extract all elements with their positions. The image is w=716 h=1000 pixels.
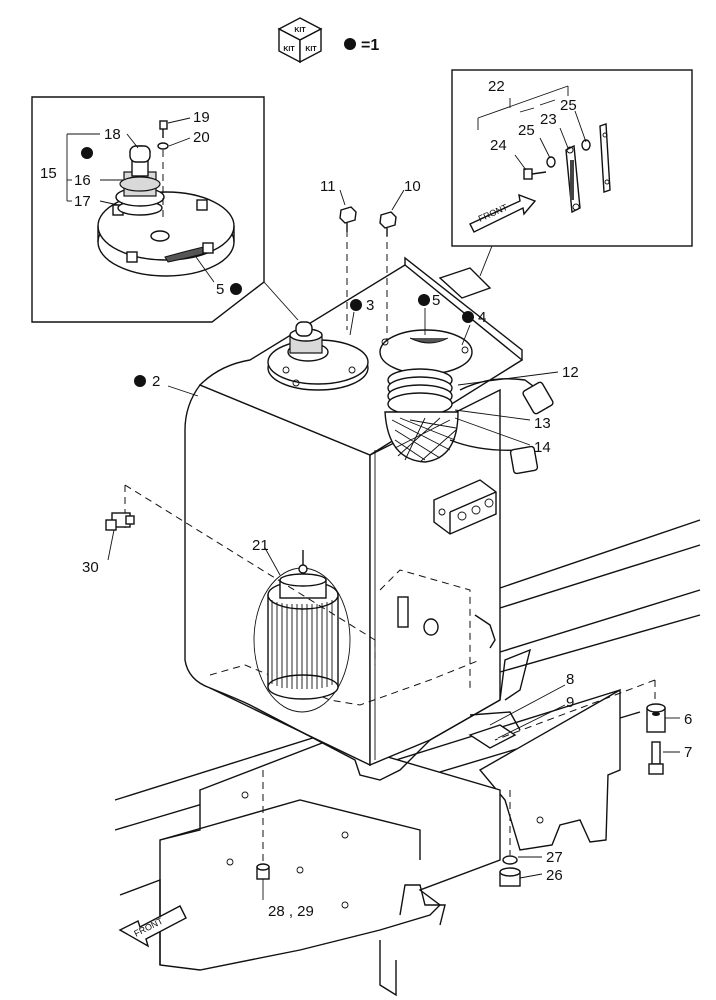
kit-cube-icon: KIT KIT KIT xyxy=(277,17,323,64)
kit-legend: KIT KIT KIT =1 xyxy=(277,17,379,64)
kit-label-left: KIT xyxy=(283,46,295,53)
fitting-30 xyxy=(105,512,135,561)
callout-11: 11 xyxy=(320,178,336,195)
callout-22: 22 xyxy=(488,78,505,95)
kit-dot-4 xyxy=(462,311,474,323)
callouts: 2 3 4 5 5 6 7 8 9 10 11 12 13 14 15 16 1… xyxy=(40,78,692,920)
callout-6: 6 xyxy=(684,711,692,728)
kit-label-right: KIT xyxy=(305,46,317,53)
callout-26: 26 xyxy=(546,867,563,884)
inset-level-gauge: FRONT xyxy=(451,69,693,247)
callout-12: 12 xyxy=(562,364,579,381)
callout-17: 17 xyxy=(74,193,91,210)
callout-21: 21 xyxy=(252,537,269,554)
kit-dot-2 xyxy=(134,375,146,387)
callout-13: 13 xyxy=(534,415,551,432)
front-arrow-inset xyxy=(469,193,537,233)
callout-3: 3 xyxy=(366,297,374,314)
top-bolts xyxy=(339,189,405,236)
callout-14: 14 xyxy=(534,439,551,456)
callout-19: 19 xyxy=(193,109,210,126)
callout-18: 18 xyxy=(104,126,121,143)
kit-label-top: KIT xyxy=(294,27,306,34)
kit-dot-18 xyxy=(81,147,93,159)
plug-28-29 xyxy=(256,863,270,900)
callout-23: 23 xyxy=(540,111,557,128)
spacer-and-bolt xyxy=(646,703,680,775)
callout-9: 9 xyxy=(566,694,574,711)
kit-dot-icon xyxy=(344,38,356,50)
leader-lines xyxy=(167,308,566,739)
callout-24: 24 xyxy=(490,137,507,154)
callout-7: 7 xyxy=(684,744,692,761)
callout-5-inset: 5 xyxy=(216,281,224,298)
kit-dot-5-inset xyxy=(230,283,242,295)
inset-breather xyxy=(31,96,265,323)
callout-5-main: 5 xyxy=(432,292,440,309)
callout-30: 30 xyxy=(82,559,99,576)
hydraulic-tank xyxy=(184,256,554,781)
callout-20: 20 xyxy=(193,129,210,146)
callout-2: 2 xyxy=(152,373,160,390)
callout-15: 15 xyxy=(40,165,57,182)
callout-25-left: 25 xyxy=(518,122,535,139)
callout-16: 16 xyxy=(74,172,91,189)
callout-27: 27 xyxy=(546,849,563,866)
frame-structure xyxy=(114,519,701,997)
kit-dot-3 xyxy=(350,299,362,311)
callout-25-right: 25 xyxy=(560,97,577,114)
callout-10: 10 xyxy=(404,178,421,195)
return-filter xyxy=(253,550,351,713)
callout-8: 8 xyxy=(566,671,574,688)
callout-4: 4 xyxy=(478,309,486,326)
drain-plug xyxy=(499,855,543,887)
kit-dot-5-main xyxy=(418,294,430,306)
kit-legend-text: =1 xyxy=(361,37,379,54)
callout-28-29: 28 , 29 xyxy=(268,903,314,920)
